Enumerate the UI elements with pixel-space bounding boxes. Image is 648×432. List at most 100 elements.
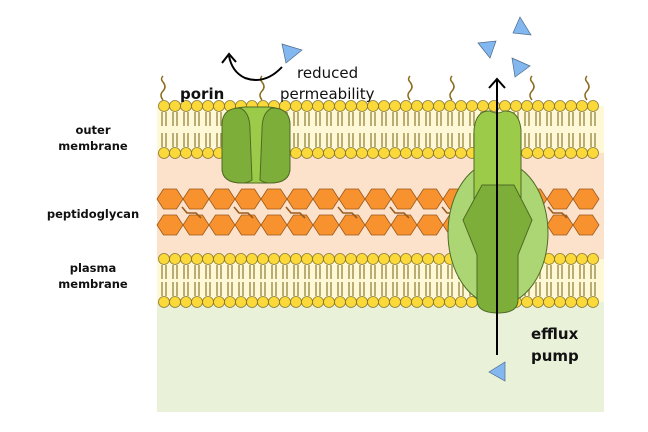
lipid-head xyxy=(521,100,533,112)
lipid-head xyxy=(422,253,434,265)
lipid-head xyxy=(411,100,423,112)
lps-chain xyxy=(160,75,166,101)
lipid-head xyxy=(433,253,445,265)
lipid-head xyxy=(554,296,566,308)
lipid-head xyxy=(565,147,577,159)
lipid-head xyxy=(158,100,170,112)
plasma-membrane-label-line1: plasma xyxy=(70,261,117,275)
lipid-head xyxy=(554,100,566,112)
lipid-head xyxy=(158,296,170,308)
lipid-head xyxy=(290,296,302,308)
efflux-pump-label-line1: efflux xyxy=(531,325,579,343)
lipid-head xyxy=(345,296,357,308)
glycan-hexagon xyxy=(572,214,600,236)
lipid-head xyxy=(444,100,456,112)
lipid-head xyxy=(345,253,357,265)
reduced-permeability-curved-arrow xyxy=(221,52,283,81)
porin-label: porin xyxy=(180,85,224,103)
lipid-head xyxy=(312,147,324,159)
lipid-head xyxy=(312,296,324,308)
lipid-head xyxy=(367,147,379,159)
peptidoglycan-label: peptidoglycan xyxy=(47,207,139,221)
peptide-crosslink xyxy=(181,206,202,219)
lipid-head xyxy=(180,253,192,265)
lipid-head xyxy=(378,296,390,308)
lipid-head xyxy=(257,253,269,265)
lipid-head xyxy=(466,100,478,112)
reduced-permeability-label-line2: permeability xyxy=(280,85,375,103)
lipid-head xyxy=(257,296,269,308)
lipid-head xyxy=(224,296,236,308)
lipid-head xyxy=(444,296,456,308)
lipid-head xyxy=(246,296,258,308)
lipid-head xyxy=(191,296,203,308)
lipid-head xyxy=(576,296,588,308)
lipid-head xyxy=(378,100,390,112)
lipid-head xyxy=(433,296,445,308)
lipid-head xyxy=(433,100,445,112)
lipid-head xyxy=(279,296,291,308)
lipid-head xyxy=(477,100,489,112)
lipid-head xyxy=(367,253,379,265)
lipid-head xyxy=(587,253,599,265)
antibiotic-molecule xyxy=(511,57,531,78)
lipid-head xyxy=(411,147,423,159)
lipid-head xyxy=(367,296,379,308)
lipid-head xyxy=(433,147,445,159)
lipid-head xyxy=(521,147,533,159)
antibiotic-molecule xyxy=(477,40,497,59)
lipid-head xyxy=(312,253,324,265)
lipid-head xyxy=(268,253,280,265)
peptide-crosslink xyxy=(337,206,358,219)
lipid-head xyxy=(191,253,203,265)
lipid-head xyxy=(554,147,566,159)
efflux-arrow xyxy=(488,77,506,355)
lipid-head xyxy=(180,147,192,159)
lipid-head xyxy=(565,253,577,265)
lipid-head xyxy=(532,147,544,159)
plasma-membrane-label-line2: membrane xyxy=(58,277,128,291)
lipid-head xyxy=(202,253,214,265)
lipid-head xyxy=(411,296,423,308)
antibiotic-molecule xyxy=(281,43,303,64)
lipid-head xyxy=(400,253,412,265)
reduced-permeability-label-line1: reduced xyxy=(297,64,358,82)
lipid-head xyxy=(334,253,346,265)
lipid-head xyxy=(301,147,313,159)
lipid-head xyxy=(576,147,588,159)
lipid-head xyxy=(587,147,599,159)
lipid-head xyxy=(422,100,434,112)
lipid-head xyxy=(576,100,588,112)
lipid-head xyxy=(521,296,533,308)
lps-chain xyxy=(407,75,413,101)
lipid-head xyxy=(279,253,291,265)
lipid-head xyxy=(224,253,236,265)
lipid-head xyxy=(422,296,434,308)
lipid-head xyxy=(411,253,423,265)
lipid-head xyxy=(378,147,390,159)
lipid-head xyxy=(576,253,588,265)
lipid-head xyxy=(180,296,192,308)
lipid-head xyxy=(169,296,181,308)
lipid-head xyxy=(400,100,412,112)
lipid-head xyxy=(389,296,401,308)
lipid-head xyxy=(202,147,214,159)
peptide-crosslink xyxy=(547,206,568,219)
lipid-head xyxy=(554,253,566,265)
lipid-head xyxy=(235,296,247,308)
lipid-head xyxy=(356,296,368,308)
lipid-head xyxy=(268,296,280,308)
lipid-head xyxy=(565,100,577,112)
lipid-head xyxy=(169,253,181,265)
lipid-head xyxy=(158,253,170,265)
peptide-crosslink xyxy=(233,206,254,219)
lipid-head xyxy=(246,253,258,265)
lipid-head xyxy=(334,296,346,308)
lps-chain xyxy=(529,75,535,101)
lipid-head xyxy=(499,100,511,112)
lipid-head xyxy=(378,253,390,265)
cytoplasm-region xyxy=(157,302,604,412)
antibiotic-molecule xyxy=(488,361,506,382)
lipid-head xyxy=(345,147,357,159)
